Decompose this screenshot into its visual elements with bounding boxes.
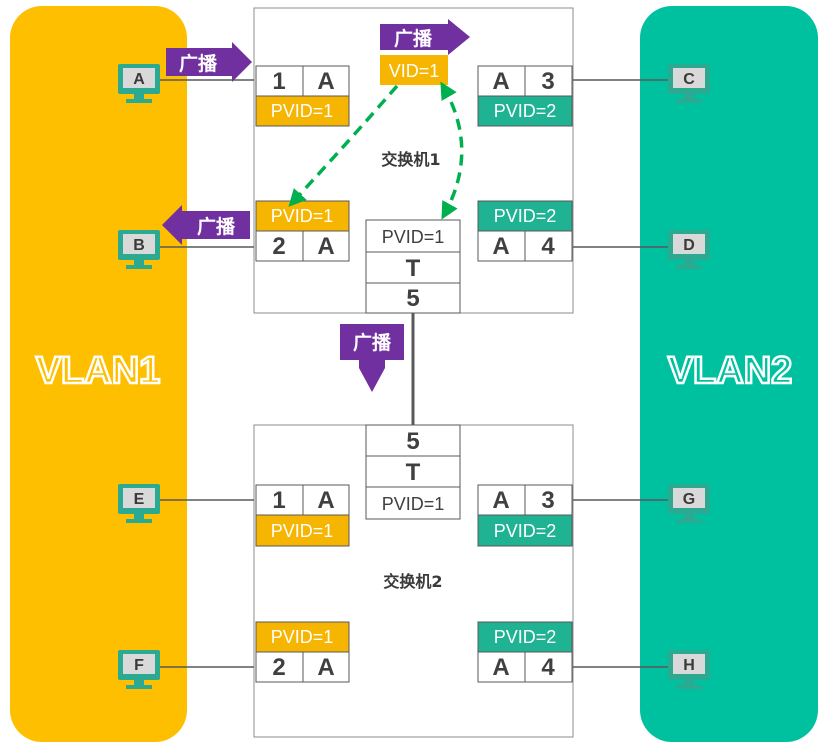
port-mode: T: [406, 255, 421, 282]
switch1-name: 交换机1: [381, 150, 440, 169]
pc-f-icon: F: [118, 650, 160, 689]
vlan1-label: VLAN1: [36, 350, 161, 392]
vlan1-zone: [10, 6, 187, 742]
port-mode: A: [492, 487, 509, 514]
host-label-c: C: [683, 71, 695, 88]
vid-tag: VID=1: [389, 61, 440, 81]
port-number: 5: [406, 285, 419, 312]
broadcast-label: 广播: [394, 27, 433, 50]
switch1-port-5: PVID=1 T 5: [365, 219, 461, 314]
port-number: 4: [541, 654, 555, 681]
switch2-port-3: A 3 PVID=2: [477, 484, 573, 547]
port-pvid: PVID=2: [494, 206, 557, 226]
port-mode: A: [317, 68, 334, 95]
switch1-port-1: 1 A PVID=1: [255, 65, 350, 127]
port-pvid: PVID=1: [271, 206, 334, 226]
vlan2-label: VLAN2: [668, 350, 793, 392]
broadcast-arrow-vid: 广播: [380, 19, 470, 55]
pc-d-icon: D: [668, 230, 710, 269]
broadcast-label: 广播: [353, 331, 392, 354]
port-number: 2: [272, 233, 285, 260]
port-number: 1: [272, 487, 285, 514]
port-pvid: PVID=1: [382, 494, 445, 514]
broadcast-arrow-down: 广播: [340, 324, 404, 392]
vlan2-zone: [640, 6, 818, 742]
port-mode: A: [317, 654, 334, 681]
port-pvid: PVID=2: [494, 521, 557, 541]
port-mode: A: [492, 68, 509, 95]
port-pvid: PVID=2: [494, 101, 557, 121]
switch2-port-4: PVID=2 A 4: [477, 621, 573, 683]
pc-b-icon: B: [118, 230, 160, 269]
port-mode: A: [317, 487, 334, 514]
port-mode: A: [492, 233, 509, 260]
switch1-port-2: PVID=1 2 A: [255, 200, 350, 262]
host-label-g: G: [683, 491, 695, 508]
switch1-port-4: PVID=2 A 4: [477, 200, 573, 262]
host-label-d: D: [683, 237, 695, 254]
port-pvid: PVID=1: [271, 627, 334, 647]
port-number: 5: [406, 428, 419, 455]
switch2-port-1: 1 A PVID=1: [255, 484, 350, 547]
broadcast-arrow-out-b: 广播: [162, 205, 250, 245]
broadcast-label: 广播: [179, 52, 218, 75]
port-pvid: PVID=1: [382, 227, 445, 247]
host-label-f: F: [134, 657, 144, 674]
switch2-port-2: PVID=1 2 A: [255, 621, 350, 683]
port-mode: A: [317, 233, 334, 260]
broadcast-arrow-in-a: 广播: [166, 42, 252, 82]
pc-c-icon: C: [668, 64, 710, 103]
pc-g-icon: G: [668, 484, 710, 523]
port-pvid: PVID=2: [494, 627, 557, 647]
host-label-h: H: [683, 657, 695, 674]
switch2-name: 交换机2: [383, 572, 442, 591]
port-pvid: PVID=1: [271, 521, 334, 541]
port-pvid: PVID=1: [271, 101, 334, 121]
vid-tag-box: [380, 55, 448, 85]
port-number: 1: [272, 68, 285, 95]
pc-a-icon: A: [118, 64, 160, 103]
port-mode: T: [406, 459, 421, 486]
pc-h-icon: H: [668, 650, 710, 689]
host-links: [160, 79, 668, 668]
broadcast-label: 广播: [197, 215, 236, 238]
host-label-a: A: [133, 71, 145, 88]
port-number: 3: [541, 487, 554, 514]
host-label-b: B: [133, 237, 145, 254]
forward-arrow-to-port2: [288, 84, 399, 207]
port-number: 3: [541, 68, 554, 95]
host-label-e: E: [134, 491, 145, 508]
switch2-port-5: 5 T PVID=1: [365, 424, 461, 520]
port-mode: A: [492, 654, 509, 681]
port-number: 4: [541, 233, 555, 260]
port-number: 2: [272, 654, 285, 681]
switch1-port-3: A 3 PVID=2: [477, 65, 573, 127]
pc-e-icon: E: [118, 484, 160, 523]
